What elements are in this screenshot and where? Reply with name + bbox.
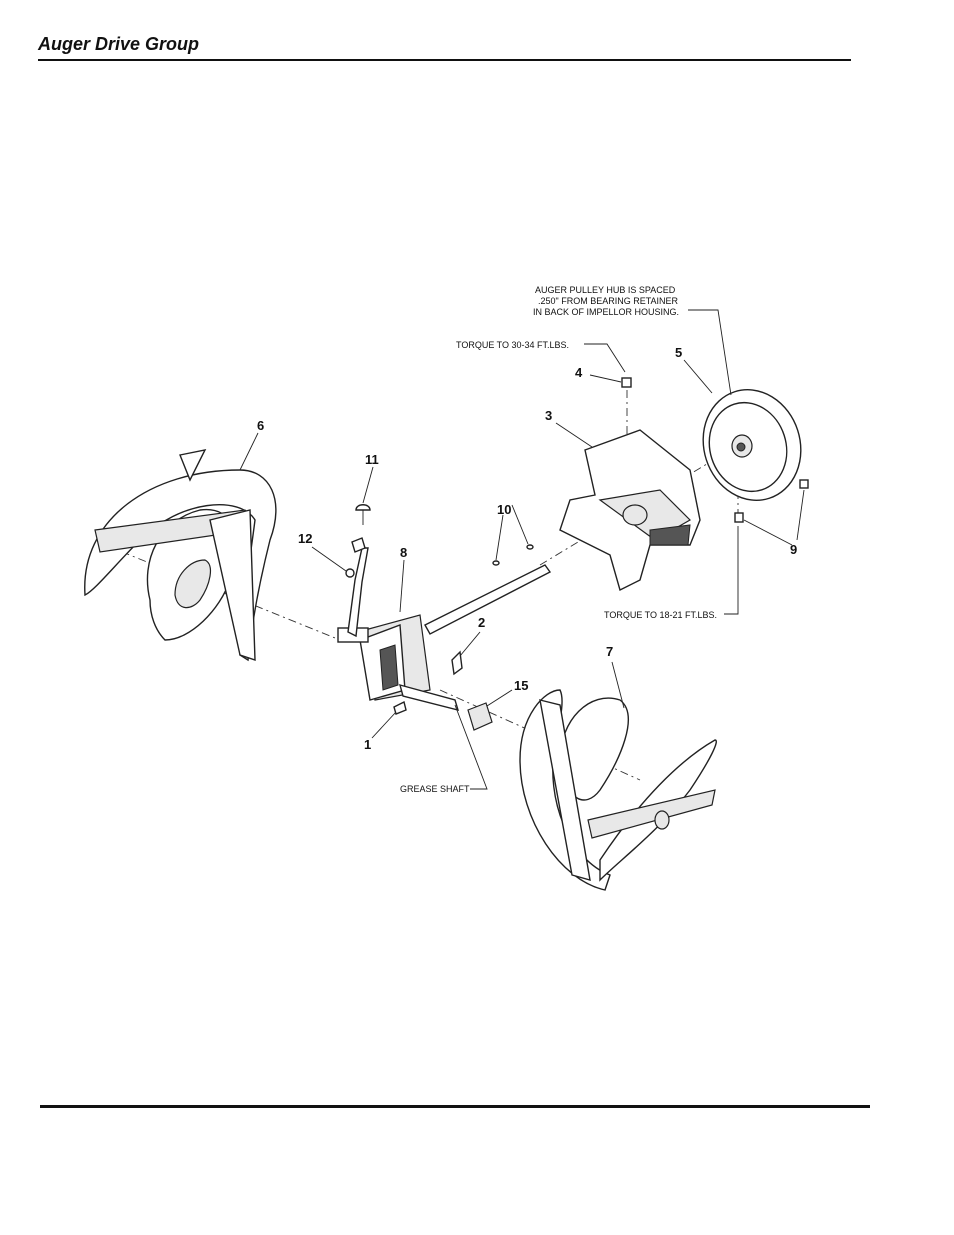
leader-15	[486, 689, 513, 707]
leader-1	[371, 711, 397, 739]
callout-3: 3	[545, 408, 552, 423]
leader-10a	[495, 514, 504, 561]
gearbox-assembly	[337, 537, 552, 711]
note-hub-line1: AUGER PULLEY HUB IS SPACED	[535, 285, 676, 295]
leader-6	[239, 432, 259, 471]
note-grease: GREASE SHAFT	[400, 784, 470, 794]
note-hub-line3: IN BACK OF IMPELLOR HOUSING.	[533, 307, 679, 317]
header-rule	[38, 59, 851, 61]
footer-rule	[40, 1105, 870, 1108]
leader-7	[611, 661, 625, 709]
impeller-housing	[559, 429, 701, 592]
callout-12: 12	[298, 531, 312, 546]
callout-10: 10	[497, 502, 511, 517]
leader-10b	[511, 504, 529, 545]
leader-9	[743, 519, 793, 546]
callout-15: 15	[514, 678, 528, 693]
leader-grease	[454, 704, 488, 790]
callout-9: 9	[790, 542, 797, 557]
auger-pulley	[702, 389, 802, 501]
note-torque-4: TORQUE TO 30-34 FT.LBS.	[456, 340, 569, 350]
callout-6: 6	[257, 418, 264, 433]
callout-2: 2	[478, 615, 485, 630]
auger-right	[519, 689, 717, 891]
hardware-bolts	[345, 377, 809, 731]
auger-left	[84, 449, 277, 662]
leader-hub	[688, 309, 732, 396]
note-hub-line2: .250" FROM BEARING RETAINER	[538, 296, 679, 306]
callout-5: 5	[675, 345, 682, 360]
leader-torque9	[724, 526, 739, 615]
leader-12	[311, 546, 347, 572]
leader-11	[362, 466, 374, 504]
note-torque-9: TORQUE TO 18-21 FT.LBS.	[604, 610, 717, 620]
callout-11: 11	[365, 452, 379, 467]
leader-9b	[796, 489, 805, 541]
callout-7: 7	[606, 644, 613, 659]
leader-3	[555, 422, 593, 448]
leader-4	[589, 374, 622, 383]
callout-4: 4	[575, 365, 583, 380]
callout-1: 1	[364, 737, 371, 752]
callout-8: 8	[400, 545, 407, 560]
leader-torque4	[584, 343, 626, 373]
page-title: Auger Drive Group	[38, 34, 200, 54]
leader-5	[683, 359, 713, 394]
leader-2	[459, 631, 481, 657]
leader-8	[399, 559, 405, 613]
